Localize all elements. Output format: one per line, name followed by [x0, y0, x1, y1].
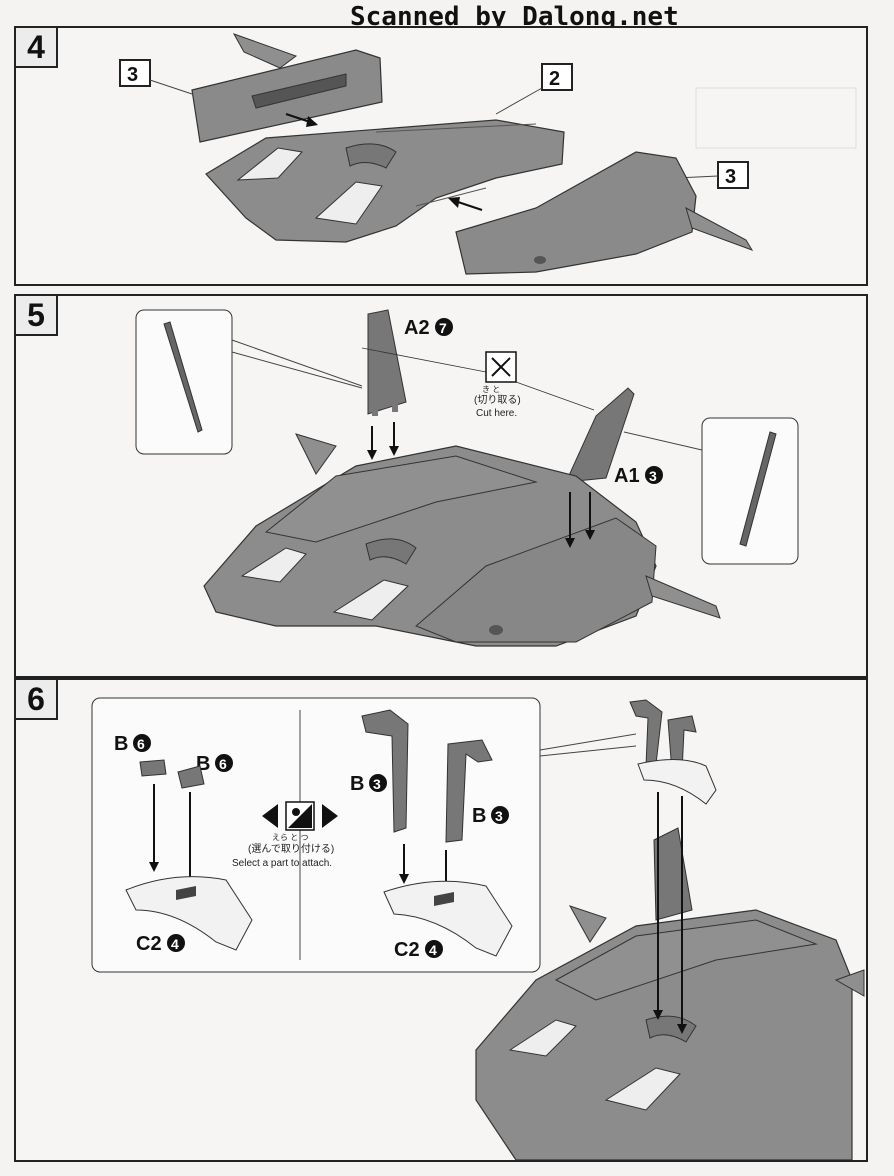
- aircraft-body-step6: [475, 827, 865, 1161]
- part-b6-b: [177, 765, 205, 789]
- main-fuselage: [205, 119, 565, 243]
- step-5-number: 5: [14, 294, 58, 336]
- assembly-arrows-step6: [653, 792, 687, 1034]
- cut-here-ruby: き と: [482, 385, 500, 394]
- badge-b3-left-count: 3: [373, 776, 381, 792]
- badge-c2-right-count: 4: [429, 942, 437, 958]
- fin-a1: [565, 387, 635, 483]
- step-6-illustration: B 6 B 6 C2 4: [91, 697, 865, 1161]
- label-b3-left: B: [350, 773, 364, 795]
- assembled-antenna-part: [629, 699, 717, 805]
- select-jp: (選んで取り付ける): [248, 842, 334, 855]
- fin-a2: [367, 309, 407, 416]
- step-6-number: 6: [14, 678, 58, 720]
- badge-a2-count: 7: [439, 320, 447, 336]
- label-a1: A1: [614, 465, 640, 487]
- part-b3-a: [361, 709, 409, 833]
- label-c2-right: C2: [394, 939, 420, 961]
- badge-a1: 3: [645, 466, 663, 484]
- badge-b3-right: 3: [491, 806, 509, 824]
- side-wing-upper: [191, 33, 383, 143]
- badge-c2-left-count: 4: [171, 936, 179, 952]
- select-part-icon: [262, 801, 338, 831]
- badge-b6-left: 6: [133, 734, 151, 752]
- part-c2-left: [125, 876, 253, 951]
- detail-box-right: [623, 417, 799, 565]
- badge-b3-right-count: 3: [495, 808, 503, 824]
- step-5-panel: 5 A2 7: [14, 294, 868, 678]
- callout-3-left: 3: [119, 59, 193, 95]
- badge-b3-left: 3: [369, 774, 387, 792]
- select-en: Select a part to attach.: [232, 858, 332, 869]
- label-b6-left: B: [114, 733, 128, 755]
- aircraft-body-step5: [203, 433, 721, 647]
- badge-a2: 7: [435, 318, 453, 336]
- label-c2-left: C2: [136, 933, 162, 955]
- detail-box-left: [135, 309, 363, 455]
- part-c2-right: [383, 880, 513, 957]
- step-4-number: 4: [14, 26, 58, 68]
- select-ruby: えら と つ: [272, 833, 308, 842]
- callout-2: 2: [495, 63, 573, 115]
- label-b3-right: B: [472, 805, 486, 827]
- badge-b6-right-count: 6: [219, 756, 227, 772]
- callout-3-left-label: 3: [127, 64, 138, 86]
- cut-here-jp: (切り取る): [474, 394, 521, 406]
- step-5-illustration: A2 7 A1 3 き と (切り取る): [135, 309, 799, 647]
- cut-here-icon: [361, 347, 595, 411]
- assembly-arrows: [285, 113, 483, 211]
- assembly-arrows-step5: [367, 422, 595, 548]
- callout-3-right-label: 3: [725, 166, 736, 188]
- callout-3-right: 3: [675, 161, 749, 189]
- part-b6-a: [139, 759, 167, 777]
- badge-b6-left-count: 6: [137, 736, 145, 752]
- step-4-illustration: 3 2 3: [119, 33, 857, 275]
- part-b3-b: [445, 739, 493, 843]
- badge-c2-right: 4: [425, 940, 443, 958]
- label-a2: A2: [404, 317, 430, 339]
- callout-2-label: 2: [549, 68, 560, 90]
- badge-c2-left: 4: [167, 934, 185, 952]
- badge-b6-right: 6: [215, 754, 233, 772]
- side-wing-lower: [455, 151, 754, 275]
- badge-a1-count: 3: [649, 468, 657, 484]
- cut-here-en: Cut here.: [476, 408, 517, 419]
- step-4-panel: 4 3 2 3: [14, 26, 868, 286]
- step-6-panel: 6 B 6 B 6 C2: [14, 678, 868, 1162]
